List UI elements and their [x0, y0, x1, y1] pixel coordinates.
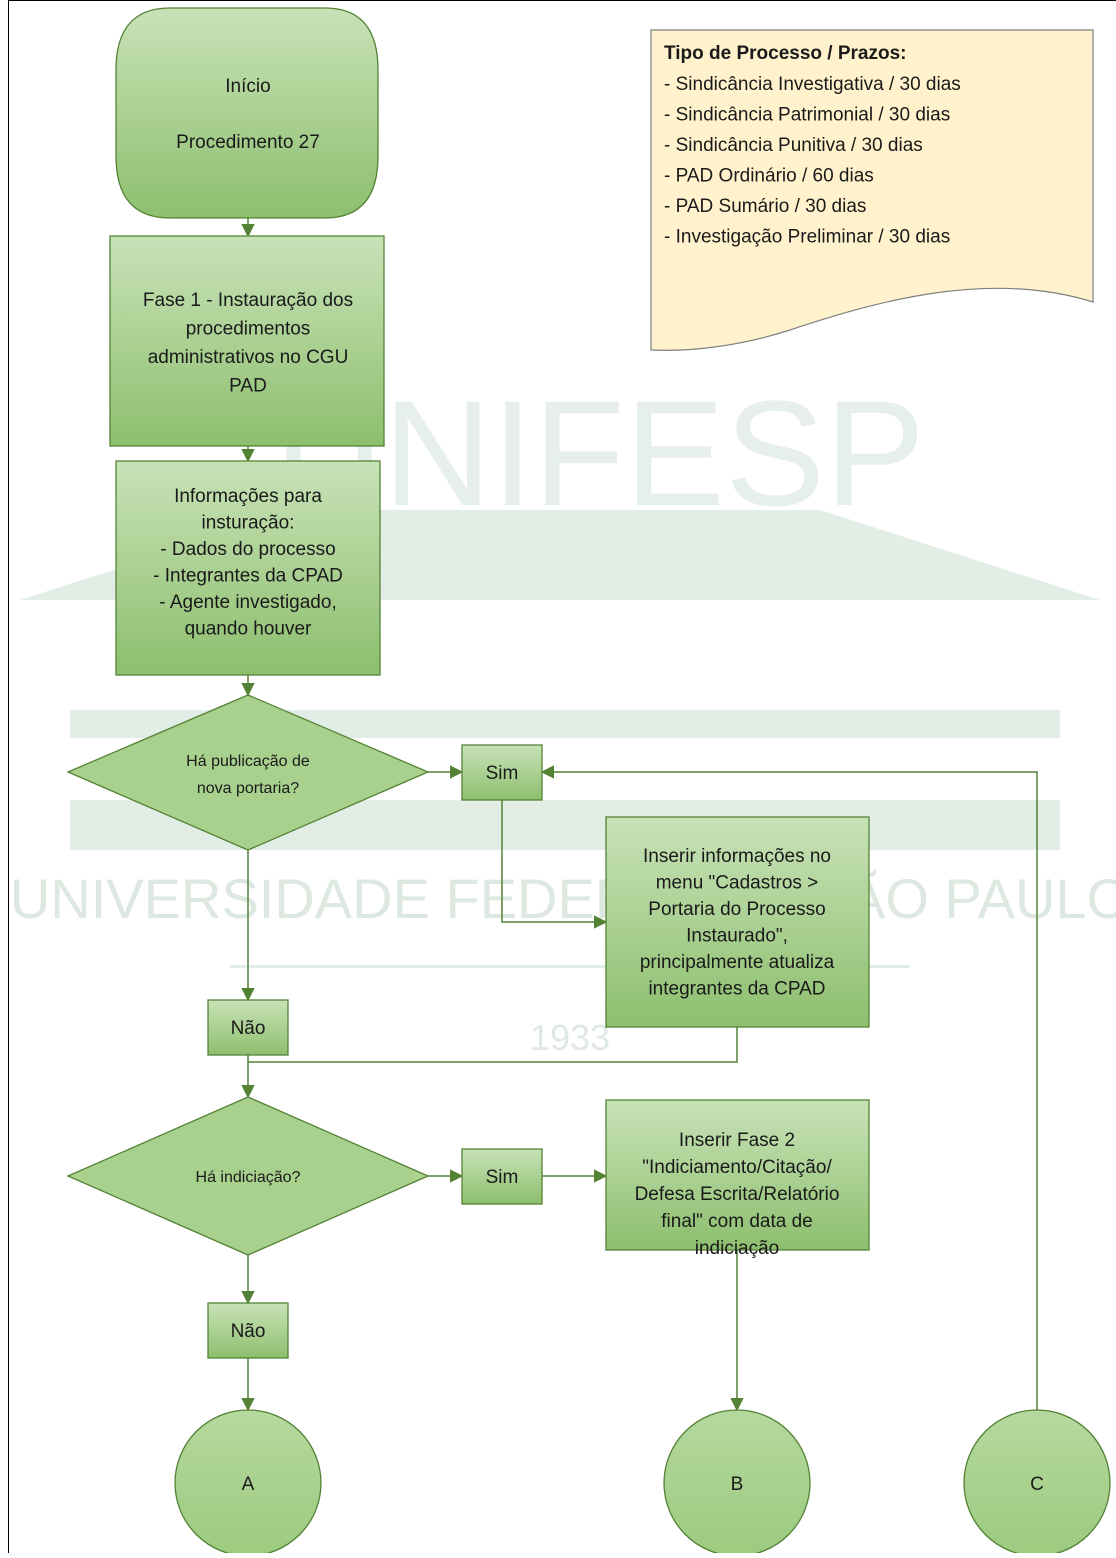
legend-items: - Sindicância Investigativa / 30 dias - S… [664, 74, 961, 248]
text-line: - Investigação Preliminar / 30 dias [664, 227, 950, 248]
text-line: administrativos no CGU [148, 347, 349, 368]
info-label: Informações para insturação: - Dados do pr… [153, 486, 343, 640]
text-line: - Integrantes da CPAD [153, 566, 343, 587]
text-line: Portaria do Processo [648, 899, 825, 920]
page-frame [8, 0, 1116, 1553]
watermark-line [230, 965, 910, 968]
inserir2-box [605, 1099, 870, 1251]
text-line: Inserir Fase 2 [679, 1130, 795, 1151]
text-line: Instaurado", [686, 926, 788, 947]
connector-B-label: B [731, 1474, 744, 1495]
decision2-diamond [66, 1096, 430, 1256]
inserir2-label: Inserir Fase 2 "Indiciamento/Citação/Defe… [635, 1130, 840, 1259]
nao1-box[interactable] [207, 999, 289, 1056]
text-line: - Sindicância Patrimonial / 30 dias [664, 105, 950, 126]
text-line: - PAD Sumário / 30 dias [664, 196, 866, 217]
sim1-label: Sim [486, 763, 519, 784]
connector-A-label: A [242, 1474, 255, 1495]
text-line: - PAD Ordinário / 60 dias [664, 166, 874, 187]
start-node [115, 7, 379, 219]
text-line: PAD [229, 376, 267, 397]
fase1-box [109, 235, 385, 447]
nao1-label: Não [231, 1018, 266, 1039]
nao2-box[interactable] [207, 1302, 289, 1359]
watermark-year: 1933 [530, 1017, 610, 1058]
legend-title: Tipo de Processo / Prazos: [664, 43, 907, 64]
text-line: Fase 1 - Instauração dos [143, 290, 353, 311]
text-line: principalmente atualiza [640, 952, 835, 973]
text-line: Há indiciação? [196, 1169, 301, 1186]
edge-sim1-inserir1 [501, 800, 608, 929]
edge-inserir1-merge [248, 1027, 738, 1063]
inserir1-label: Inserir informações no menu "Cadastros > P… [640, 846, 835, 1000]
watermark-subtitle: UNIVERSIDADE FEDERAL DE SÃO PAULO [10, 867, 1116, 930]
text-line: - Agente investigado, [159, 592, 336, 613]
decision1-diamond [66, 694, 430, 851]
text-line: menu "Cadastros > [656, 873, 819, 894]
text-line: procedimentos [186, 319, 311, 340]
text-line: Procedimento 27 [176, 132, 320, 153]
nao2-label: Não [231, 1321, 266, 1342]
decision2-label: Há indiciação? [196, 1169, 301, 1186]
text-line: quando houver [185, 619, 312, 640]
connectors [241, 218, 1038, 1412]
text-line: Início [225, 76, 270, 97]
sim2-box[interactable] [461, 1148, 543, 1205]
edge-C-sim1 [540, 765, 1038, 1410]
text-line: - Sindicância Investigativa / 30 dias [664, 74, 961, 95]
text-line: Defesa Escrita/Relatório [635, 1184, 840, 1205]
decision1-label: Há publicação de nova portaria? [186, 753, 310, 797]
text-line: insturação: [202, 513, 295, 534]
text-line: Há publicação de [186, 753, 310, 770]
text-line: integrantes da CPAD [648, 979, 825, 1000]
text-line: "Indiciamento/Citação/ [642, 1157, 832, 1178]
text-line: Inserir informações no [643, 846, 831, 867]
info-box [115, 460, 381, 676]
text-line: - Dados do processo [160, 539, 335, 560]
legend-box [650, 29, 1094, 351]
text-line: final" com data de [661, 1211, 812, 1232]
sim2-label: Sim [486, 1167, 519, 1188]
fase1-label: Fase 1 - Instauração dos procedimentos adm… [143, 290, 353, 397]
connector-C-label: C [1030, 1474, 1044, 1495]
sim1-box[interactable] [461, 744, 543, 801]
text-line: nova portaria? [197, 780, 299, 797]
text-line: indiciação [695, 1238, 780, 1259]
text-line: Informações para [174, 486, 322, 507]
inserir1-box [605, 816, 870, 1028]
text-line: - Sindicância Punitiva / 30 dias [664, 135, 923, 156]
